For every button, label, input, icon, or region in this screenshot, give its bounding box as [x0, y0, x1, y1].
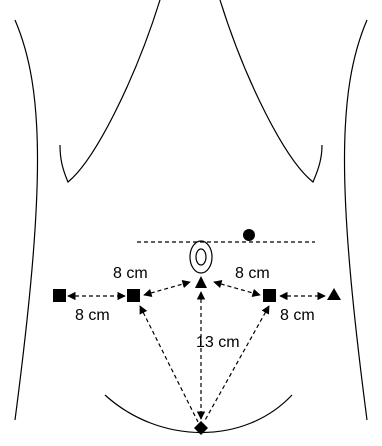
right-costal-margin	[220, 0, 322, 182]
umbilicus-inner	[196, 249, 206, 265]
torso-right-contour	[345, 20, 368, 420]
arrow-left-port-to-pubis	[140, 306, 198, 422]
label-right-upper-distance: 8 cm	[235, 265, 270, 282]
label-left-lower-distance: 8 cm	[75, 307, 110, 324]
torso-left-contour	[15, 20, 38, 420]
left-costal-margin	[60, 0, 160, 182]
label-right-lower-distance: 8 cm	[280, 307, 315, 324]
right-lateral-port-triangle	[327, 288, 341, 300]
label-left-upper-distance: 8 cm	[113, 265, 148, 282]
umbilicus-outer	[190, 241, 212, 273]
arrow-camera-to-right-port	[214, 282, 260, 295]
arrow-left-port-to-camera	[144, 282, 190, 295]
assistant-port-circle	[243, 229, 255, 241]
arrow-right-port-to-pubis	[204, 306, 269, 422]
left-port-square	[127, 289, 140, 302]
camera-port-triangle	[195, 276, 207, 288]
left-lateral-port-square	[53, 289, 66, 302]
right-port-square	[263, 289, 276, 302]
label-vertical-distance: 13 cm	[196, 334, 240, 351]
